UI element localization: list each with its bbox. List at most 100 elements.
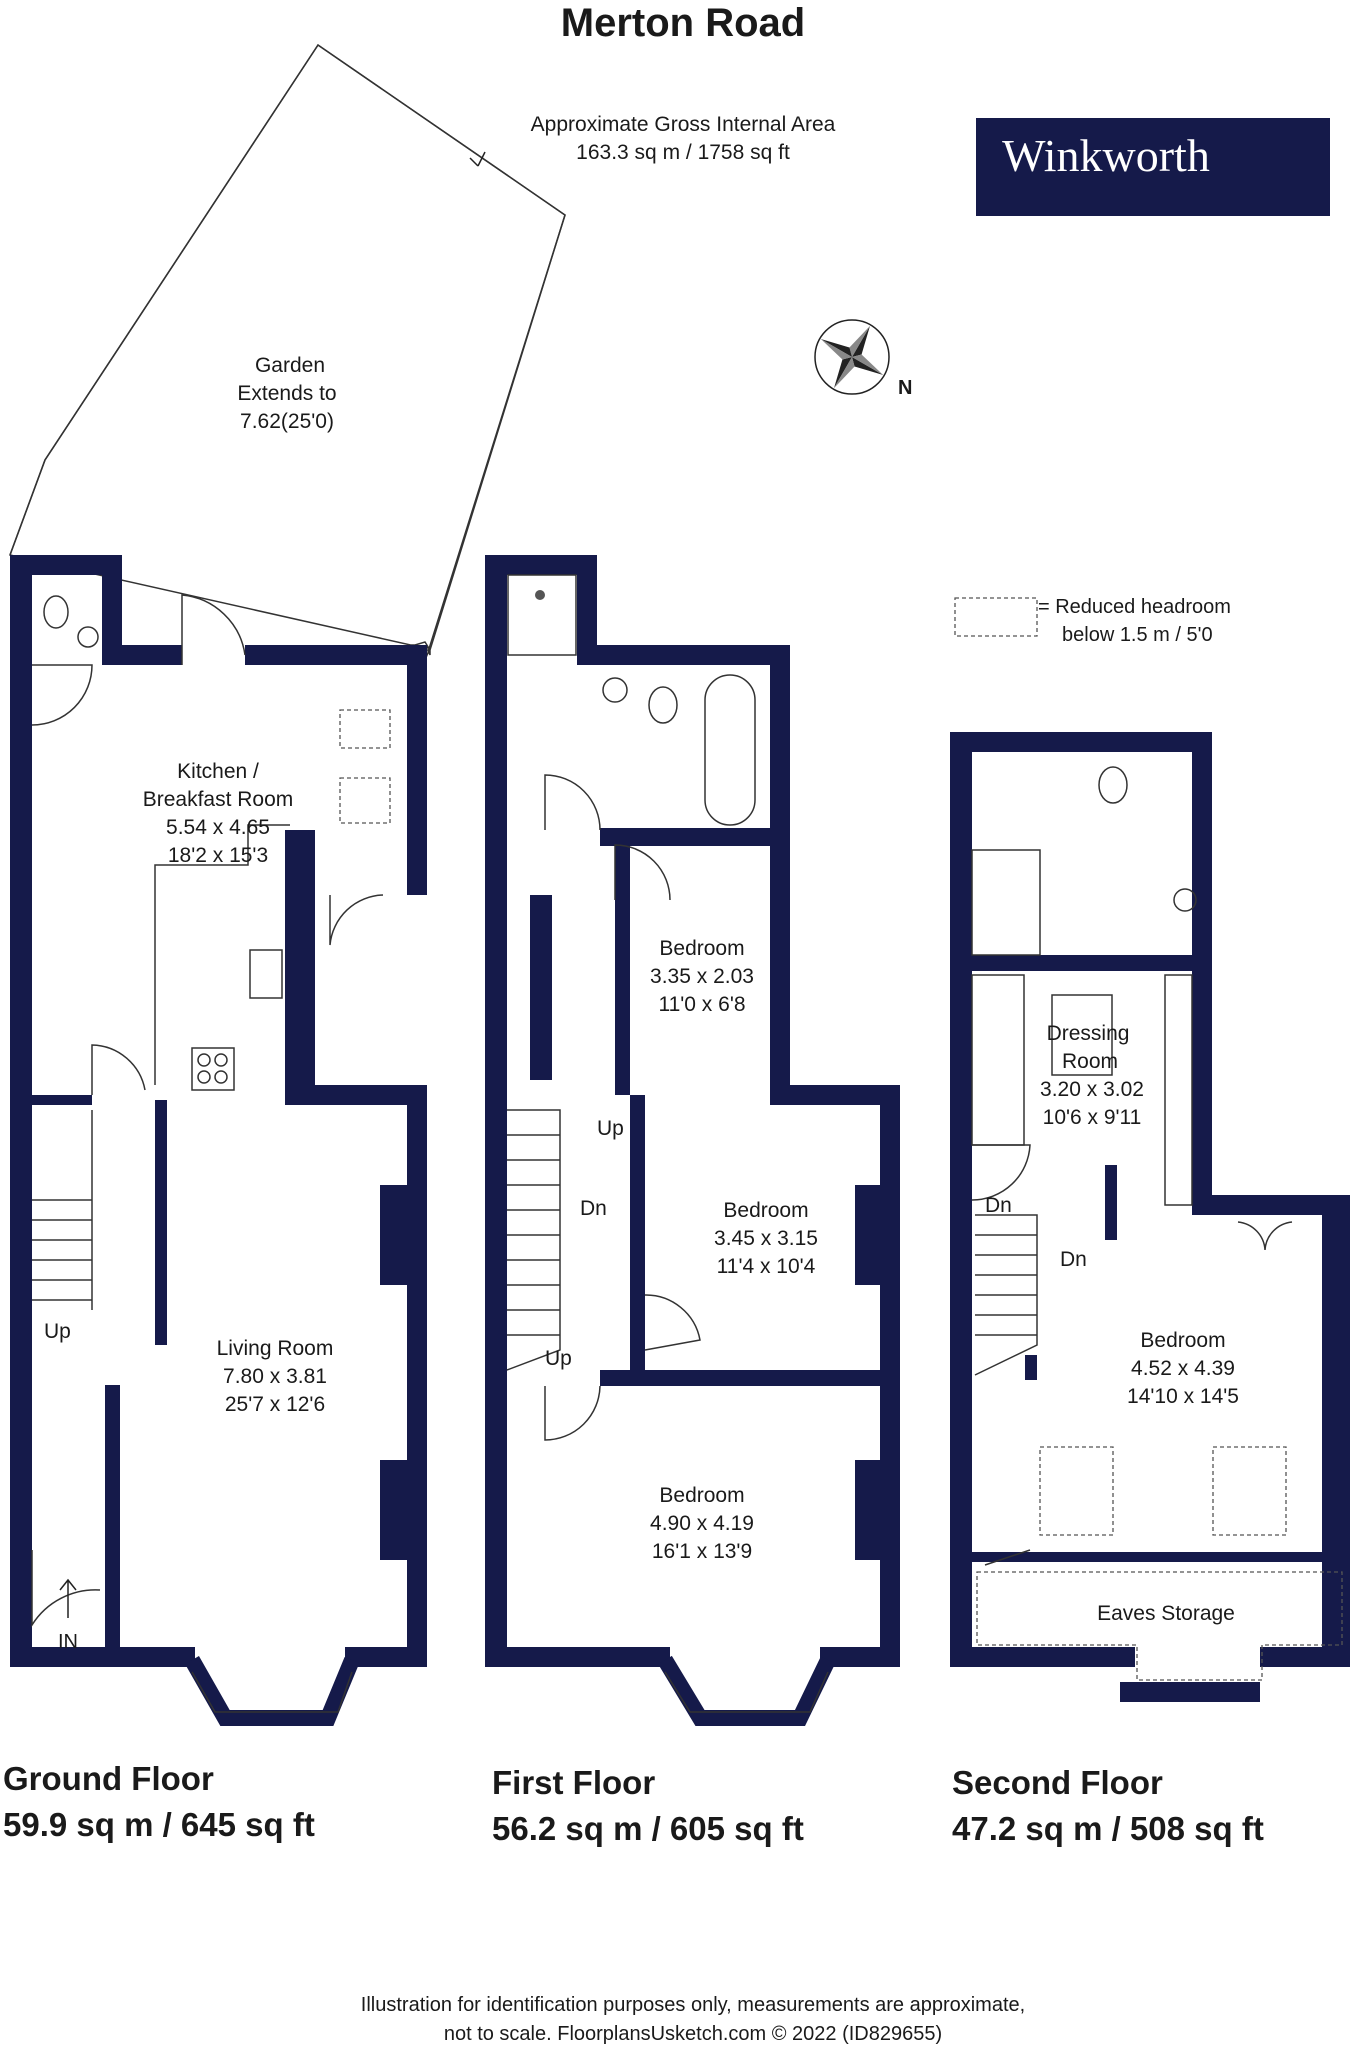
gf-stairs-up-label: Up xyxy=(44,1320,71,1343)
sf-door-dressing xyxy=(971,1144,1031,1201)
ff-wall-bed2-bottom xyxy=(600,1370,900,1386)
sf-floor-name: Second Floor xyxy=(952,1764,1163,1801)
legend-line-1: = Reduced headroom xyxy=(1038,596,1231,618)
sf-wall-right-thick xyxy=(1322,1310,1350,1550)
ff-stairs-up-top-label: Up xyxy=(597,1117,624,1140)
second-floor-plan: Dn Dn Eaves Storage Dressing Room 3.20 x… xyxy=(950,732,1350,1702)
sf-floor-area: 47.2 sq m / 508 sq ft xyxy=(952,1810,1264,1847)
ff-wall-bottom-left xyxy=(485,1647,670,1667)
ff-chimney-1 xyxy=(855,1185,881,1285)
gf-entrance-arrow-icon xyxy=(59,1578,77,1618)
first-floor-plan: Up Dn Up Bedroom 3.35 x 2.03 11'0 x 6'8 … xyxy=(485,555,900,1726)
gf-wall-mid xyxy=(285,830,315,1095)
garden-label-3: 7.62(25'0) xyxy=(240,410,334,433)
gf-skylight-2 xyxy=(339,777,391,824)
ff-door-bath xyxy=(544,774,601,831)
gf-hob-icon xyxy=(191,1047,235,1091)
sf-stairs-down-left-label: Dn xyxy=(985,1194,1012,1217)
ff-wall-right-bed2 xyxy=(770,1085,900,1105)
sf-wall-right-top xyxy=(1192,732,1212,1204)
gf-staircase xyxy=(32,1110,93,1310)
ff-basin-icon xyxy=(602,677,628,703)
compass-rose-icon xyxy=(814,319,890,395)
garden-label-2: Extends to xyxy=(237,382,336,405)
legend-line-2: below 1.5 m / 5'0 xyxy=(1062,624,1213,646)
gf-wall-mid-2 xyxy=(285,1085,427,1105)
sf-door-bedroom-window xyxy=(1237,1221,1293,1251)
gf-kitchen-imperial: 18'2 x 15'3 xyxy=(168,844,268,867)
gf-chimney-breast-2 xyxy=(380,1460,408,1560)
sf-dressing-wardrobe-right xyxy=(1164,974,1193,1206)
gf-front-door xyxy=(31,1550,101,1628)
sf-dressing-imperial: 10'6 x 9'11 xyxy=(1043,1106,1142,1129)
sf-skylight-1 xyxy=(1039,1446,1114,1536)
ff-bedroom-b-metric: 3.45 x 3.15 xyxy=(714,1227,818,1250)
sf-skylight-2 xyxy=(1212,1446,1287,1536)
gf-floor-area: 59.9 sq m / 645 sq ft xyxy=(3,1806,315,1843)
gf-living-imperial: 25'7 x 12'6 xyxy=(225,1393,325,1416)
ff-wall-top-bath xyxy=(577,645,790,665)
ff-toilet-icon xyxy=(648,686,678,724)
sf-dressing-name-2: Room xyxy=(1062,1050,1118,1073)
sf-wall-landing xyxy=(1105,1165,1117,1240)
compass-north-label: N xyxy=(898,377,912,399)
gf-wc-toilet-icon xyxy=(43,595,69,629)
gf-kitchen-metric: 5.54 x 4.65 xyxy=(166,816,270,839)
ff-wall-bed1-left xyxy=(615,845,630,1095)
gf-door-garden xyxy=(181,594,246,665)
sf-staircase xyxy=(974,1214,1038,1376)
gf-chimney-breast xyxy=(380,1185,408,1285)
gf-wall-top-kitchen-2 xyxy=(245,645,427,665)
brand-logo-background xyxy=(976,118,1330,216)
ff-door-bed-mid xyxy=(644,1294,701,1351)
sf-dressing-wardrobe-left xyxy=(971,974,1025,1146)
gf-skylight-1 xyxy=(339,709,391,749)
sf-wall-top xyxy=(950,732,1212,752)
ff-wall-bottom-right xyxy=(820,1647,900,1667)
ff-staircase xyxy=(506,1109,561,1371)
page-title: Merton Road xyxy=(561,1,805,45)
ff-bedroom-a-name: Bedroom xyxy=(659,937,744,960)
garden-boundary xyxy=(9,43,566,653)
gf-wall-left xyxy=(10,555,32,1667)
garden-label-1: Garden xyxy=(255,354,325,377)
gf-partition-living-top xyxy=(155,1100,167,1345)
ff-wall-shower-right xyxy=(577,555,597,655)
ff-wall-left xyxy=(485,555,507,1667)
ff-bay-window xyxy=(658,1655,836,1726)
gf-bay-window xyxy=(185,1656,360,1726)
gf-wc-basin-icon xyxy=(77,626,99,648)
ff-shower-tray xyxy=(507,574,577,656)
ff-door-bed-large xyxy=(544,1385,601,1441)
sf-wall-bath-bottom xyxy=(972,955,1192,971)
gf-wall-right-living xyxy=(407,1085,427,1667)
gf-living-metric: 7.80 x 3.81 xyxy=(223,1365,327,1388)
garden-access-arrow xyxy=(469,151,486,167)
ff-floor-area: 56.2 sq m / 605 sq ft xyxy=(492,1810,804,1847)
footer-line-1: Illustration for identification purposes… xyxy=(361,1994,1025,2016)
ff-wall-right-bath xyxy=(770,645,790,1085)
sf-wall-bottom-mid xyxy=(1120,1682,1260,1702)
gf-door-hall xyxy=(91,1044,146,1095)
ff-bath-icon xyxy=(704,674,756,826)
sf-bedroom-metric: 4.52 x 4.39 xyxy=(1131,1357,1235,1380)
reduced-headroom-swatch xyxy=(954,597,1038,637)
ground-floor-plan: Up IN Kitchen / Breakfast Room 5.54 x 4.… xyxy=(10,555,427,1726)
sf-toilet-icon xyxy=(1098,766,1128,804)
gf-wall-right-kitchen xyxy=(407,645,427,895)
gf-sink xyxy=(249,949,283,999)
sf-bedroom-imperial: 14'10 x 14'5 xyxy=(1127,1385,1239,1408)
ff-wall-inner xyxy=(530,895,552,1080)
sf-wall-stair-right xyxy=(1025,1355,1037,1380)
sf-basin-icon xyxy=(1173,888,1197,912)
ff-door-bed-small xyxy=(614,844,671,901)
sf-stairs-down-right-label: Dn xyxy=(1060,1248,1087,1271)
ff-wall-top-left xyxy=(485,555,597,575)
gross-area-value: 163.3 sq m / 1758 sq ft xyxy=(576,141,790,164)
sf-dressing-unit xyxy=(1051,994,1113,1076)
ff-bedroom-a-metric: 3.35 x 2.03 xyxy=(650,965,754,988)
sf-dressing-metric: 3.20 x 3.02 xyxy=(1040,1078,1144,1101)
gross-area-label: Approximate Gross Internal Area xyxy=(531,113,836,136)
gf-wall-top-wc xyxy=(10,555,122,575)
sf-wall-bottom-left xyxy=(950,1647,1135,1667)
